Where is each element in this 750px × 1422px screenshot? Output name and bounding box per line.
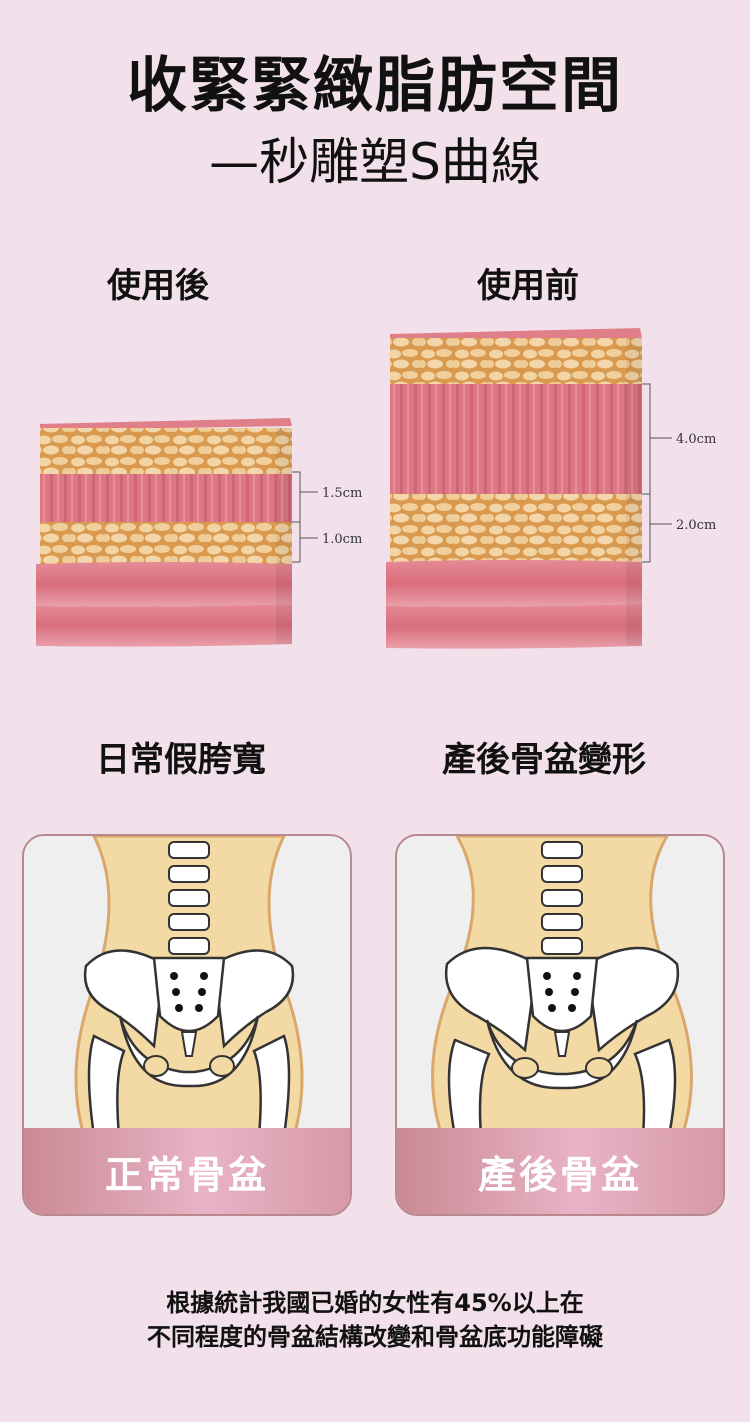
page-subtitle: —秒雕塑S曲線 — [209, 133, 541, 191]
normal-pelvis-caption: 正常骨盆 — [104, 1152, 269, 1197]
after-fat-bottom — [40, 522, 292, 564]
before-fat-dim: 2.0cm — [676, 518, 716, 533]
postpartum-pelvis-illustration — [431, 836, 693, 1136]
before-muscle-dim: 4.0cm — [676, 432, 716, 447]
left-pelvis-heading: 日常假胯寬 — [96, 740, 266, 780]
after-tissue-illustration: 1.5cm 1.0cm — [36, 418, 362, 647]
after-fat-top — [40, 428, 292, 478]
postpartum-pelvis-caption: 產後骨盆 — [477, 1152, 642, 1197]
normal-pelvis-card: 正常骨盆 — [22, 834, 352, 1216]
footer-line-2: 不同程度的骨盆結構改變和骨盆底功能障礙 — [147, 1323, 603, 1351]
before-fat-bottom — [390, 494, 642, 562]
after-fat-dim: 1.0cm — [322, 532, 362, 547]
after-muscle — [40, 474, 292, 524]
footer-note: 根據統計我國已婚的女性有45%以上在 不同程度的骨盆結構改變和骨盆底功能障礙 — [0, 1286, 750, 1354]
postpartum-pelvis-banner: 產後骨盆 — [397, 1128, 723, 1214]
postpartum-pelvis-card: 產後骨盆 — [395, 834, 725, 1216]
after-muscle-dim: 1.5cm — [322, 486, 362, 501]
normal-pelvis-illustration — [74, 836, 304, 1136]
right-pelvis-heading: 產後骨盆變形 — [442, 740, 646, 780]
after-label: 使用後 — [107, 266, 209, 306]
normal-pelvis-banner: 正常骨盆 — [24, 1128, 350, 1214]
before-muscle — [390, 384, 642, 496]
footer-line-1: 根據統計我國已婚的女性有45%以上在 — [166, 1289, 584, 1317]
before-tissue-illustration: 4.0cm 2.0cm — [386, 328, 716, 649]
page-title: 收緊緊緻脂肪空間 — [127, 51, 623, 121]
before-label: 使用前 — [477, 266, 579, 306]
before-fat-top — [390, 338, 642, 392]
title-block: 收緊緊緻脂肪空間 —秒雕塑S曲線 — [0, 48, 750, 194]
